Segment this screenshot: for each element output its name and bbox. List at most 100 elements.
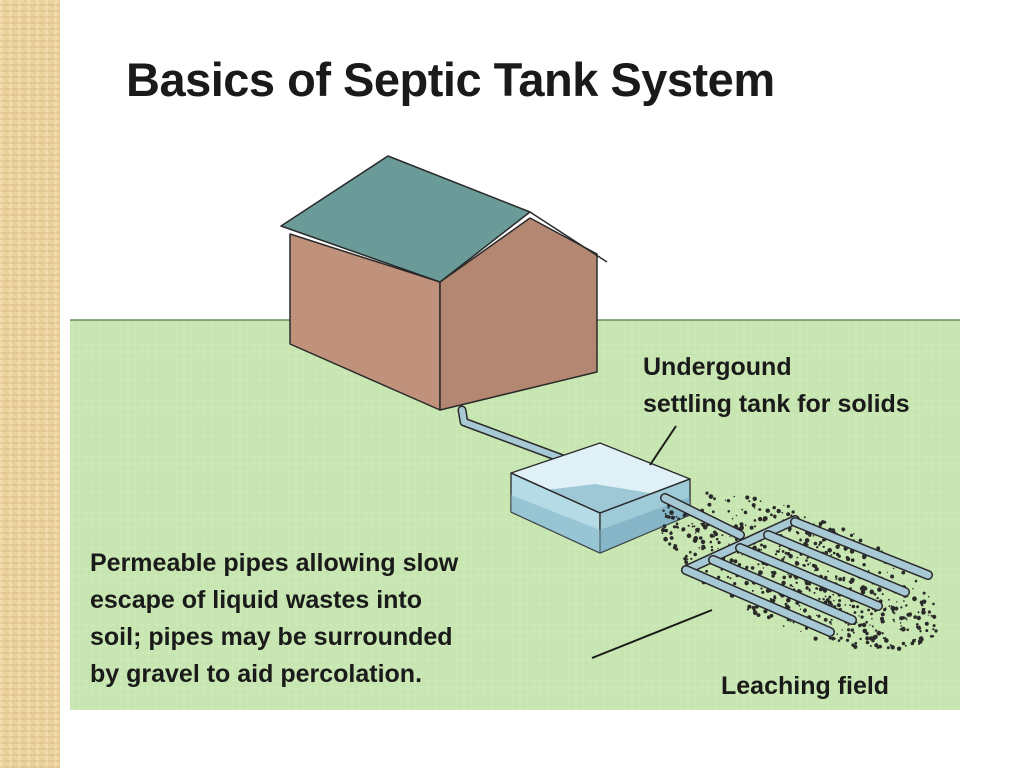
gravel-speck (788, 574, 792, 579)
gravel-speck (932, 628, 935, 631)
gravel-speck (836, 603, 841, 608)
gravel-speck (733, 582, 737, 586)
gravel-speck (921, 610, 926, 615)
gravel-speck (702, 525, 708, 530)
gravel-speck (771, 574, 775, 578)
gravel-speck (830, 554, 833, 556)
gravel-speck (762, 544, 767, 549)
gravel-speck (663, 536, 668, 542)
gravel-speck (865, 640, 870, 645)
gravel-speck (821, 538, 825, 542)
gravel-speck (882, 637, 886, 640)
gravel-speck (817, 614, 821, 618)
gravel-speck (700, 522, 702, 525)
gravel-speck (745, 565, 749, 570)
gravel-speck (831, 528, 836, 533)
gravel-speck (796, 556, 799, 559)
gravel-speck (872, 635, 877, 640)
gravel-speck (750, 566, 755, 570)
gravel-speck (874, 629, 878, 632)
gravel-speck (761, 590, 765, 594)
gravel-speck (782, 625, 785, 627)
gravel-speck (700, 539, 706, 545)
gravel-speck (869, 645, 872, 647)
gravel-speck (830, 623, 832, 625)
gravel-speck (710, 545, 714, 549)
gravel-speck (729, 536, 731, 538)
gravel-speck (901, 616, 906, 620)
gravel-speck (896, 601, 898, 603)
gravel-speck (827, 548, 832, 553)
gravel-speck (800, 630, 802, 633)
gravel-speck (748, 500, 751, 503)
gravel-speck (760, 548, 763, 551)
gravel-speck (890, 605, 893, 607)
gravel-speck (865, 636, 870, 641)
gravel-speck (894, 606, 899, 611)
gravel-speck (915, 623, 919, 626)
gravel-speck (677, 517, 680, 521)
gravel-speck (770, 571, 774, 574)
gravel-speck (828, 595, 832, 599)
gravel-speck (713, 535, 715, 538)
gravel-speck (758, 570, 763, 575)
gravel-speck (662, 525, 666, 528)
gravel-speck (781, 580, 786, 586)
gravel-speck (807, 532, 811, 536)
gravel-speck (893, 620, 895, 623)
gravel-speck (838, 577, 843, 582)
gravel-speck (876, 645, 880, 649)
gravel-speck (795, 560, 798, 564)
septic-tank (510, 442, 691, 554)
gravel-speck (858, 623, 862, 628)
gravel-speck (717, 575, 721, 579)
gravel-speck (858, 615, 860, 617)
gravel-speck (789, 584, 793, 587)
gravel-speck (786, 512, 790, 517)
gravel-speck (686, 558, 689, 560)
gravel-speck (668, 542, 672, 546)
gravel-speck (813, 591, 816, 594)
gravel-speck (788, 529, 791, 532)
gravel-speck (782, 575, 786, 580)
gravel-speck (844, 604, 847, 606)
gravel-speck (921, 638, 924, 641)
gravel-speck (709, 540, 713, 544)
gravel-speck (760, 543, 764, 547)
gravel-speck (729, 577, 732, 580)
gravel-speck (901, 570, 906, 575)
gravel-speck (871, 625, 874, 628)
gravel-speck (776, 508, 781, 514)
gravel-speck (698, 536, 703, 540)
gravel-speck (698, 547, 701, 549)
gravel-speck (884, 607, 887, 610)
gravel-speck (759, 500, 762, 502)
gravel-speck (670, 531, 672, 533)
gravel-speck (669, 510, 674, 515)
gravel-speck (684, 560, 689, 564)
gravel-speck (862, 628, 868, 634)
gravel-speck (751, 503, 756, 508)
gravel-speck (795, 581, 798, 584)
house (280, 155, 608, 411)
gravel-speck (682, 514, 686, 517)
gravel-speck (847, 628, 851, 632)
gravel-speck (799, 608, 802, 610)
gravel-speck (813, 541, 818, 546)
perforated-pipe (681, 565, 835, 637)
gravel-speck (905, 604, 908, 607)
gravel-speck (834, 575, 838, 578)
gravel-speck (715, 537, 719, 541)
gravel-speck (728, 543, 730, 545)
gravel-speck (807, 563, 810, 566)
gravel-speck (924, 608, 926, 610)
gravel-speck (731, 517, 734, 520)
gravel-speck (830, 618, 833, 621)
gravel-speck (769, 597, 772, 599)
gravel-speck (778, 545, 781, 548)
gravel-speck (827, 570, 829, 573)
gravel-speck (869, 589, 874, 594)
gravel-speck (661, 532, 664, 535)
gravel-speck (683, 556, 687, 561)
gravel-speck (783, 504, 785, 506)
